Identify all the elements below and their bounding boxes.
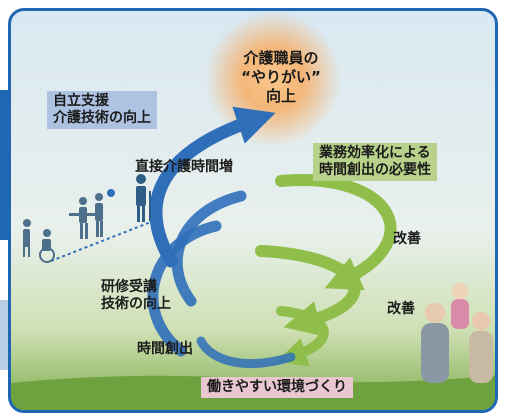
standing-person-icon [107,189,115,197]
training-label: 研修受講 技術の向上 [101,279,171,313]
improvement-label-1: 改善 [393,231,421,247]
spiral-green-arrow [255,245,361,337]
efficiency-line-2: 時間創出の必要性 [319,162,431,178]
efficiency-line-1: 業務効率化による [319,145,431,161]
motivation-line-2: “やりがい” [241,68,321,86]
environment-box: 働きやすい環境づくり [201,377,353,398]
training-line-2: 技術の向上 [101,296,171,312]
diagram-frame: 介護職員の “やりがい” 向上 自立支援 介護技術の向上 業務効率化による 時間… [8,8,498,413]
spiral-blue-arrow-top [149,106,276,268]
self-support-box: 自立支援 介護技術の向上 [47,91,157,129]
spiral-blue-connector [196,336,296,368]
spiral-green-arrow [275,174,397,291]
motivation-line-3: 向上 [265,87,296,105]
walker-user-icon [69,193,103,239]
self-support-line-1: 自立支援 [53,93,109,109]
direct-care-time-label: 直接介護時間増 [135,159,233,175]
spiral-blue-segment [147,220,222,357]
time-creation-label: 時間創出 [137,341,193,357]
improvement-label-2: 改善 [387,301,415,317]
progression-arrowhead [153,216,161,223]
efficiency-box: 業務効率化による 時間創出の必要性 [313,143,437,181]
spiral-blue-segment [171,190,247,307]
training-line-1: 研修受講 [101,279,157,295]
self-support-line-2: 介護技術の向上 [53,110,151,126]
wheelchair-user-icon [23,219,55,263]
progression-arrow [50,217,162,262]
family-photo [421,283,493,383]
motivation-label: 介護職員の “やりがい” 向上 [231,49,331,106]
spiral-green-arrow [276,306,329,367]
cane-user-icon [136,174,151,222]
motivation-line-1: 介護職員の [243,49,319,67]
